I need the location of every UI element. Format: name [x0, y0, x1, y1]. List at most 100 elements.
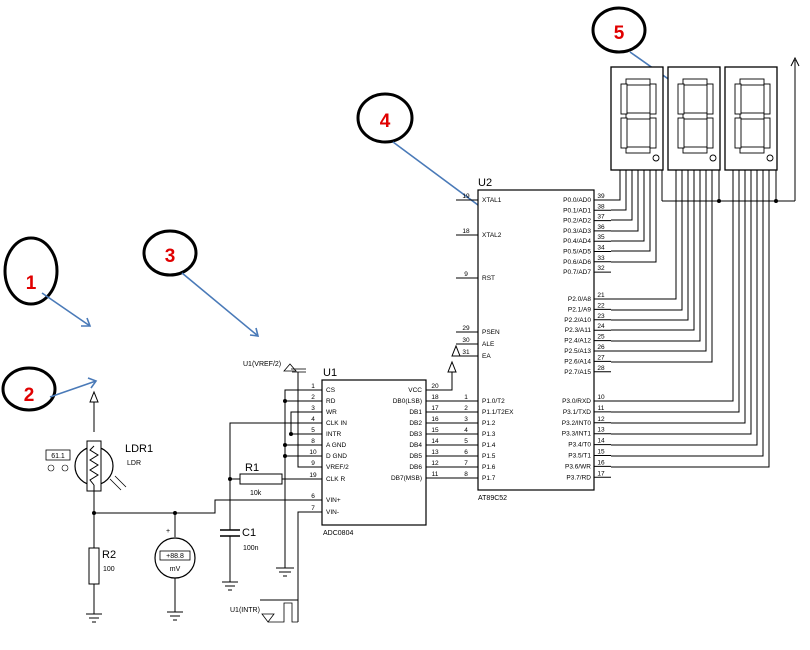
u2-pin-number: 37	[597, 214, 605, 221]
callout-2-number: 2	[24, 385, 35, 406]
u2-pin-number: 28	[597, 365, 605, 372]
u2-pin-label: P0.5/AD5	[563, 249, 591, 256]
u2-pin-number: 22	[597, 302, 605, 309]
ldr-lux-value: 61.1	[51, 453, 65, 460]
u2-pin-number: 13	[597, 427, 605, 434]
u2-pin-number: 7	[464, 460, 468, 467]
u2-pin-number: 31	[462, 349, 470, 356]
u2-pin-label: P2.3/A11	[565, 327, 592, 334]
probe-vref: U1(VREF/2)	[243, 361, 306, 380]
u1-pin-number: 14	[431, 438, 439, 445]
u2-pin-number: 29	[462, 325, 470, 332]
u2-pin-label: RST	[482, 275, 495, 282]
u2-pin-label: P3.5/T1	[568, 453, 591, 460]
u1-pin-number: 12	[431, 460, 439, 467]
u2-pin-label: P0.1/AD1	[563, 207, 591, 214]
u2-pin-number: 1	[464, 394, 468, 401]
u2-pin-label: P1.2	[482, 420, 496, 427]
u2-pin-label: XTAL1	[482, 197, 502, 204]
u2-pin-label: P1.5	[482, 453, 496, 460]
u1-pin-number: 19	[309, 472, 317, 479]
voltmeter-reading: +88.8	[166, 553, 184, 560]
voltmeter-unit: mV	[170, 566, 181, 573]
u2-pin-label: P2.7/A15	[564, 369, 591, 376]
u2-pin-label: P3.7/RD	[566, 474, 591, 481]
u1-pin-number: 10	[309, 449, 317, 456]
capacitor-c1: C1 100n	[220, 527, 259, 591]
u1-pin-number: 16	[431, 416, 439, 423]
u2-pin-label: P1.1/T2EX	[482, 409, 514, 416]
seven-segment-displays	[610, 66, 778, 171]
callout-5: 5	[591, 6, 647, 54]
u2-pin-label: P0.7/AD7	[563, 269, 591, 276]
r1-value: 10k	[250, 490, 262, 497]
callout-1: 1	[3, 236, 59, 306]
svg-text:+: +	[166, 528, 170, 535]
u2-pin-label: P2.4/A12	[564, 338, 591, 345]
u1-pin-number: 2	[311, 394, 315, 401]
u2-pin-number: 23	[597, 313, 605, 320]
u1-pin-label: D GND	[326, 453, 347, 460]
u2-pin-number: 34	[597, 245, 605, 252]
u2-pin-label: P2.2/A10	[564, 317, 591, 324]
u2-pin-number: 33	[597, 255, 605, 262]
u1-pin-number: 4	[311, 416, 315, 423]
probe-intr: U1(INTR)	[230, 600, 299, 623]
probe-vref-label: U1(VREF/2)	[243, 361, 281, 368]
u1-pin-label: CS	[326, 387, 336, 394]
seven-segment-display	[667, 66, 721, 171]
u2-pin-label: ALE	[482, 341, 495, 348]
u2-pin-label: P0.3/AD3	[563, 228, 591, 235]
callout-3-number: 3	[165, 246, 176, 267]
u1-ref: U1	[323, 367, 337, 379]
ldr-type: LDR	[127, 460, 141, 467]
u2-pin-label: EA	[482, 353, 491, 360]
u2-pin-number: 19	[462, 193, 470, 200]
u2-pin-label: P2.6/A14	[564, 358, 591, 365]
u2-pin-label: P1.4	[482, 442, 496, 449]
u1-pin-label: WR	[326, 409, 337, 416]
u1-pin-number: 3	[311, 405, 315, 412]
u2-pin-label: P1.0/T2	[482, 398, 505, 405]
u2-pin-label: PSEN	[482, 329, 500, 336]
u1-pin-label: DB1	[409, 409, 422, 416]
u2-pin-number: 2	[464, 405, 468, 412]
ldr-sensor: LDR1 LDR 61.1	[45, 390, 153, 548]
u2-pin-number: 26	[597, 344, 605, 351]
seven-segment-display	[610, 66, 664, 171]
adc-data-bus	[426, 360, 478, 479]
u2-pin-number: 3	[464, 416, 468, 423]
adc-left-wiring	[94, 380, 305, 601]
u2-pin-label: P0.6/AD6	[563, 259, 591, 266]
u2-pin-label: P0.4/AD4	[563, 238, 591, 245]
display-wiring	[611, 56, 800, 468]
u1-pin-label: DB4	[409, 442, 422, 449]
u1-pin-label: DB3	[409, 431, 422, 438]
u2-pin-number: 11	[598, 405, 605, 412]
u1-pin-label: INTR	[326, 431, 341, 438]
u2-pin-number: 36	[597, 224, 605, 231]
resistor-r1: R1 10k	[239, 462, 283, 497]
c1-ref: C1	[242, 527, 256, 539]
u2-pin-label: P2.0/A8	[568, 296, 592, 303]
u2-pin-number: 5	[464, 438, 468, 445]
u2-pin-number: 12	[597, 416, 605, 423]
u2-microcontroller: U2 AT89C52 19XTAL118XTAL29RST29PSEN30ALE…	[456, 177, 611, 502]
u2-pin-number: 17	[597, 470, 605, 477]
callout-4: 4	[356, 92, 414, 144]
u2-pin-label: P3.6/WR	[565, 463, 591, 470]
u1-pin-number: 20	[431, 383, 439, 390]
probe-intr-label: U1(INTR)	[230, 607, 260, 614]
u2-pin-number: 38	[597, 203, 605, 210]
r1-ref: R1	[245, 462, 259, 474]
u1-pin-label: DB5	[409, 453, 422, 460]
u1-pin-number: 8	[311, 438, 315, 445]
u2-pin-label: P1.7	[482, 475, 496, 482]
u1-pin-number: 11	[432, 471, 439, 478]
r2-ref: R2	[102, 549, 116, 561]
u1-pin-label: CLK R	[326, 476, 345, 483]
u1-pin-label: VIN+	[326, 497, 341, 504]
u2-pin-label: P3.3/INT1	[562, 431, 592, 438]
u2-pin-number: 15	[597, 449, 605, 456]
u2-pin-number: 6	[464, 449, 468, 456]
